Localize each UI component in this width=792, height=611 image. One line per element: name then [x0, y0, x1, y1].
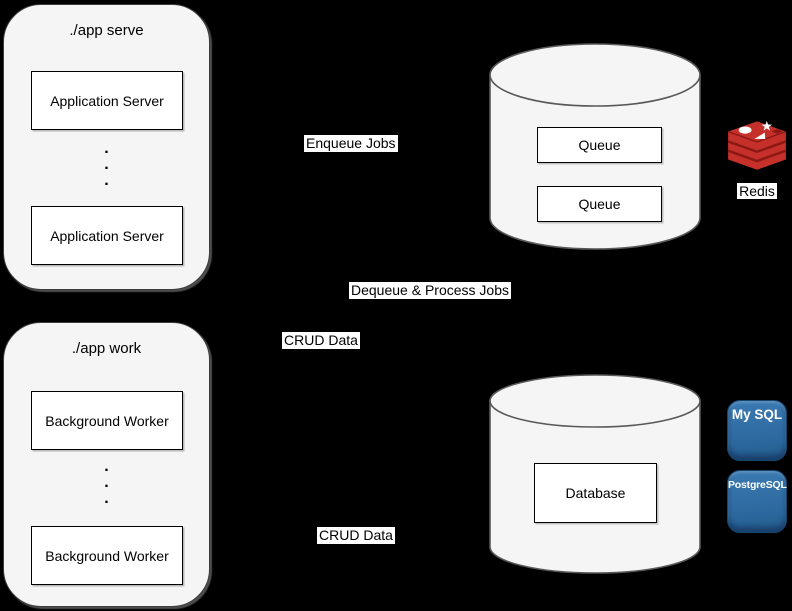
node-database: Database [534, 463, 657, 523]
cluster-app-serve: ./app serve Application Server . . . App… [3, 4, 210, 290]
node-application-server-1: Application Server [31, 71, 183, 130]
node-background-worker-2: Background Worker [31, 526, 183, 585]
node-application-server-2: Application Server [31, 206, 183, 265]
ellipsis-dot: . [104, 140, 109, 157]
redis-logo [724, 111, 790, 177]
edge-label-crud-data-lower: CRUD Data [317, 527, 395, 544]
vertical-ellipsis-icon: . . . [4, 459, 209, 507]
cluster-app-serve-title: ./app serve [69, 22, 144, 39]
redis-label-wrap: Redis [724, 183, 790, 201]
edge-label-crud-data-upper: CRUD Data [282, 332, 360, 349]
vertical-ellipsis-icon: . . . [4, 141, 209, 189]
ellipsis-dot: . [104, 490, 109, 507]
ellipsis-dot: . [104, 172, 109, 189]
edge-label-dequeue-process-jobs: Dequeue & Process Jobs [349, 282, 511, 299]
cluster-app-work: ./app work Background Worker . . . Backg… [3, 322, 210, 607]
ellipsis-dot: . [104, 474, 109, 491]
node-queue-1: Queue [537, 127, 662, 163]
node-background-worker-1: Background Worker [31, 391, 183, 450]
ellipsis-dot: . [104, 156, 109, 173]
ellipsis-dot: . [104, 458, 109, 475]
postgresql-icon: PostgreSQL [727, 470, 787, 533]
mysql-icon: My SQL [727, 400, 787, 461]
cluster-app-work-title: ./app work [71, 340, 142, 357]
redis-label: Redis [737, 183, 777, 199]
edge-label-enqueue-jobs: Enqueue Jobs [304, 135, 398, 152]
node-queue-2: Queue [537, 186, 662, 222]
redis-icon [727, 120, 787, 170]
